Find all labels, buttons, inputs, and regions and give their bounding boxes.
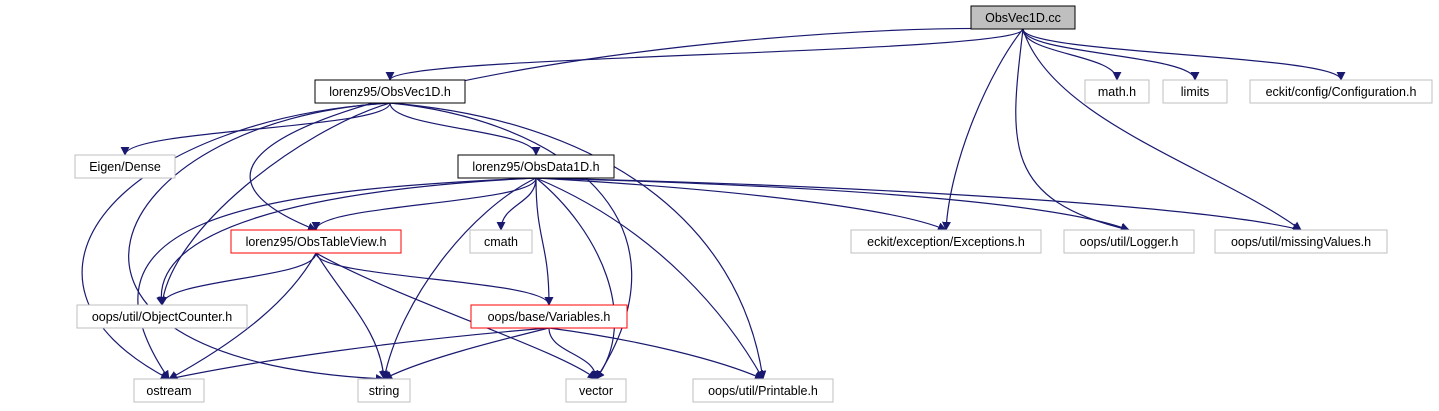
- node-label: oops/util/ObjectCounter.h: [92, 310, 232, 324]
- node-obsvec1d_h[interactable]: lorenz95/ObsVec1D.h: [314, 79, 466, 104]
- node-box: [76, 304, 248, 329]
- edge-obstableview_h-to-string: [315, 252, 388, 380]
- node-box: [470, 304, 628, 329]
- edge-obsdata1d_h-to-objectcounter_h: [156, 177, 537, 306]
- edge-obsvec1d_h-to-printable_h: [389, 102, 767, 380]
- node-box: [692, 378, 834, 403]
- edge-obsvec1d_h-to-objectcounter_h: [158, 102, 391, 306]
- edge-obsvec1d_cc-to-limits: [1022, 28, 1200, 81]
- node-label: string: [369, 384, 400, 398]
- node-label: oops/util/Logger.h: [1080, 235, 1179, 249]
- node-eigen_dense[interactable]: Eigen/Dense: [74, 154, 176, 179]
- node-obstableview_h[interactable]: lorenz95/ObsTableView.h: [230, 229, 402, 254]
- node-label: ostream: [146, 384, 191, 398]
- edge-variables_h-to-printable_h: [548, 327, 764, 380]
- edge-obsdata1d_h-to-logger_h: [535, 177, 1130, 232]
- edge-obsvec1d_h-to-ostream: [81, 102, 391, 380]
- node-missingvalues_h[interactable]: oops/util/missingValues.h: [1214, 229, 1388, 254]
- node-label: oops/base/Variables.h: [488, 310, 611, 324]
- node-label: oops/util/missingValues.h: [1231, 235, 1371, 249]
- node-limits[interactable]: limits: [1162, 79, 1228, 104]
- node-objectcounter_h[interactable]: oops/util/ObjectCounter.h: [76, 304, 248, 329]
- edge-obsdata1d_h-to-string: [381, 177, 537, 380]
- node-math_h[interactable]: math.h: [1084, 79, 1150, 104]
- node-box: [133, 378, 205, 403]
- node-label: vector: [579, 384, 613, 398]
- edge-obsdata1d_h-to-variables_h: [535, 177, 554, 306]
- edge-variables_h-to-string: [383, 327, 550, 380]
- node-logger_h[interactable]: oops/util/Logger.h: [1063, 229, 1195, 254]
- edges-layer: [81, 27, 1346, 384]
- node-box: [1214, 229, 1388, 254]
- edge-obsdata1d_h-to-obstableview_h: [311, 177, 537, 231]
- node-string[interactable]: string: [357, 378, 411, 403]
- node-box: [970, 5, 1076, 30]
- edge-obsdata1d_h-to-printable_h: [535, 177, 764, 380]
- edge-obsvec1d_cc-to-missingvalues_h: [1022, 28, 1302, 231]
- edge-obsdata1d_h-to-ostream: [137, 177, 537, 380]
- node-box: [1063, 229, 1195, 254]
- node-label: eckit/exception/Exceptions.h: [867, 235, 1025, 249]
- node-cmath[interactable]: cmath: [469, 229, 533, 254]
- node-ostream[interactable]: ostream: [133, 378, 205, 403]
- node-variables_h[interactable]: oops/base/Variables.h: [470, 304, 628, 329]
- node-box: [469, 229, 533, 254]
- node-label: oops/util/Printable.h: [708, 384, 818, 398]
- node-label: cmath: [484, 235, 518, 249]
- edge-obsvec1d_h-to-string: [128, 102, 391, 384]
- edge-obsvec1d_cc-to-obsvec1d_h: [385, 28, 1024, 81]
- edge-obstableview_h-to-variables_h: [315, 252, 554, 306]
- edge-obsvec1d_cc-to-logger_h: [1015, 28, 1130, 233]
- node-label: eckit/config/Configuration.h: [1266, 85, 1417, 99]
- edge-variables_h-to-vector: [548, 327, 601, 380]
- node-label: math.h: [1098, 85, 1136, 99]
- edge-obsvec1d_h-to-obsdata1d_h: [389, 102, 541, 156]
- node-box: [314, 79, 466, 104]
- node-exceptions_h[interactable]: eckit/exception/Exceptions.h: [850, 229, 1042, 254]
- edge-obsdata1d_h-to-missingvalues_h: [535, 177, 1302, 233]
- node-obsdata1d_h[interactable]: lorenz95/ObsData1D.h: [457, 154, 615, 179]
- node-label: limits: [1181, 85, 1209, 99]
- node-box: [850, 229, 1042, 254]
- node-box: [1084, 79, 1150, 104]
- edge-obsdata1d_h-to-cmath: [496, 177, 537, 231]
- node-printable_h[interactable]: oops/util/Printable.h: [692, 378, 834, 403]
- edge-obsvec1d_cc-to-obstableview_h: [249, 27, 1024, 232]
- edge-variables_h-to-ostream: [168, 327, 550, 382]
- node-label: lorenz95/ObsVec1D.h: [329, 85, 451, 99]
- edge-obsdata1d_h-to-exceptions_h: [535, 177, 947, 231]
- node-label: lorenz95/ObsTableView.h: [246, 235, 387, 249]
- node-label: lorenz95/ObsData1D.h: [472, 160, 599, 174]
- nodes-layer: ObsVec1D.cc lorenz95/ObsVec1D.h math.h limi…: [74, 5, 1433, 403]
- edge-obsvec1d_cc-to-configuration_h: [1022, 28, 1346, 81]
- node-box: [230, 229, 402, 254]
- node-vector[interactable]: vector: [565, 378, 627, 403]
- node-box: [74, 154, 176, 179]
- node-box: [457, 154, 615, 179]
- node-label: ObsVec1D.cc: [985, 11, 1061, 25]
- node-box: [1162, 79, 1228, 104]
- node-box: [1249, 79, 1433, 104]
- node-label: Eigen/Dense: [89, 160, 161, 174]
- edge-obsvec1d_cc-to-exceptions_h: [941, 28, 1024, 231]
- node-configuration_h[interactable]: eckit/config/Configuration.h: [1249, 79, 1433, 104]
- edge-obsdata1d_h-to-vector: [535, 177, 616, 380]
- edge-obstableview_h-to-objectcounter_h: [157, 252, 317, 306]
- edge-obsvec1d_cc-to-math_h: [1022, 28, 1122, 81]
- node-box: [565, 378, 627, 403]
- edge-obstableview_h-to-ostream: [168, 252, 317, 380]
- node-obsvec1d_cc[interactable]: ObsVec1D.cc: [970, 5, 1076, 30]
- node-box: [357, 378, 411, 403]
